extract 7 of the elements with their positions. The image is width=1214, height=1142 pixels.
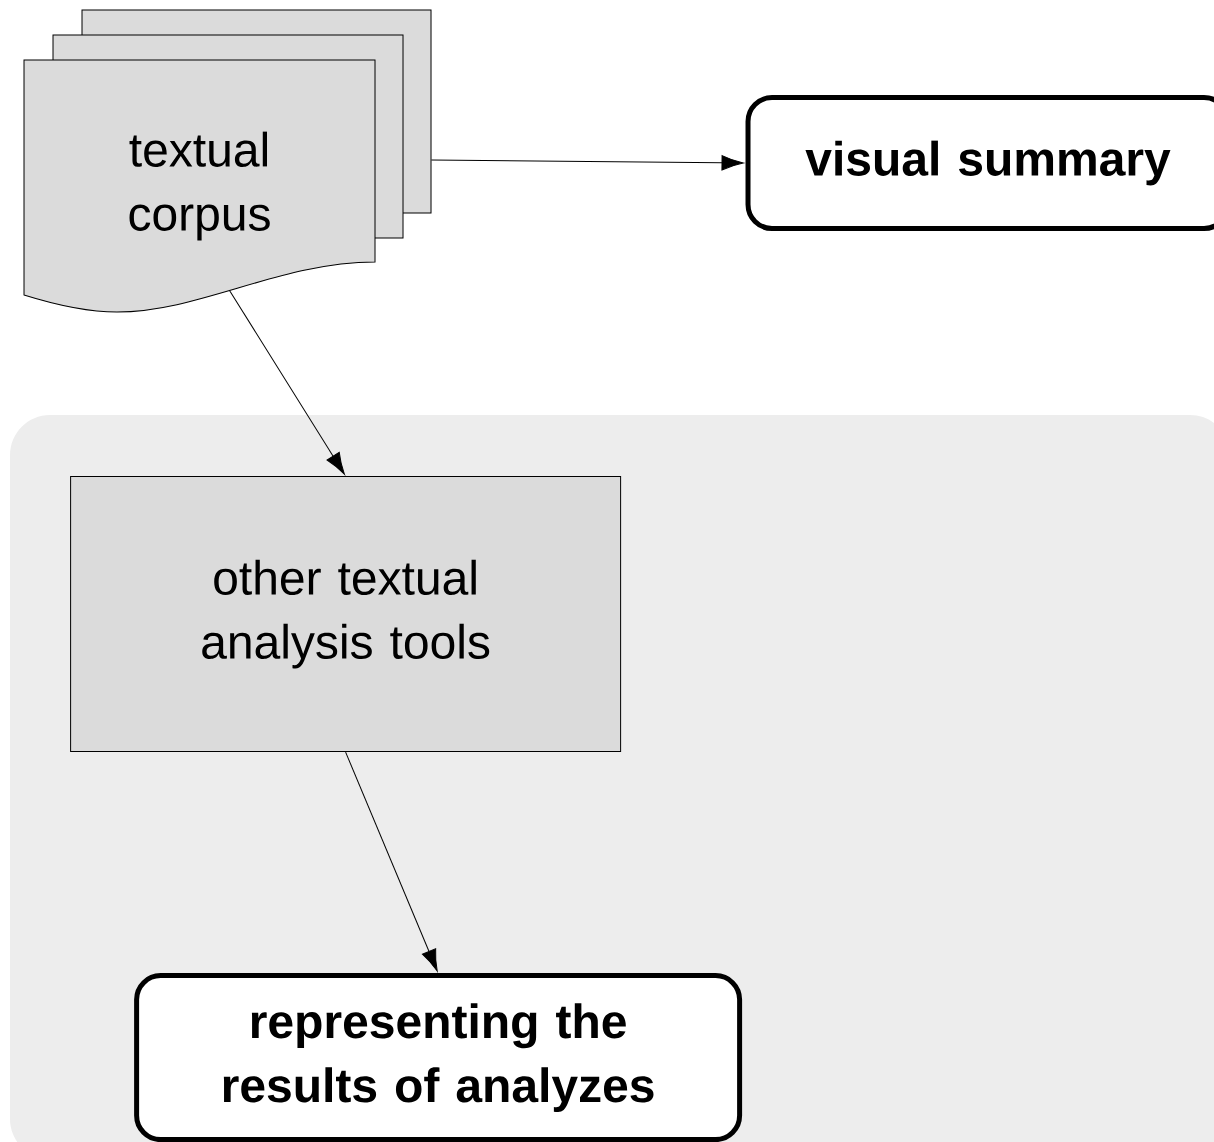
arrow bbox=[229, 289, 345, 475]
terminal-box: representing the results of analyzes bbox=[134, 973, 743, 1142]
arrow bbox=[430, 155, 744, 171]
process-box: other textual analysis tools bbox=[70, 476, 622, 753]
arrow bbox=[345, 751, 438, 972]
terminal-box: visual summary bbox=[745, 95, 1214, 231]
document-stack: textual corpus bbox=[23, 9, 432, 313]
